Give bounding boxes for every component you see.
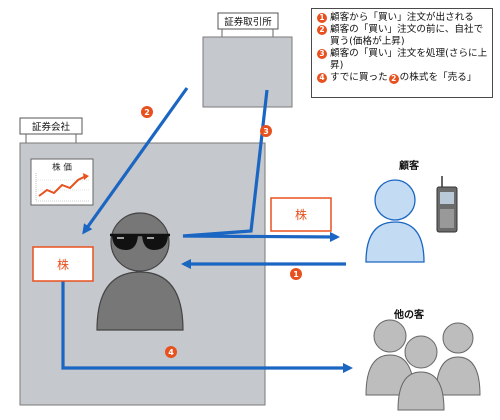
svg-text:2: 2 bbox=[144, 108, 150, 117]
other-customer-2 bbox=[435, 322, 481, 396]
legend-item-2: 2 顧客の「買い」注文の前に、自社で買う(価格が上昇) bbox=[317, 24, 488, 48]
legend-number-1: 1 bbox=[317, 13, 327, 23]
step-badge-2: 2 bbox=[141, 106, 153, 118]
customer-head bbox=[374, 179, 416, 221]
customer-label: 顧客 bbox=[399, 159, 420, 172]
step-badge-4: 4 bbox=[165, 346, 177, 358]
stock-label-transfer: 株 bbox=[295, 207, 307, 222]
mobile-phone-icon bbox=[436, 176, 458, 233]
step-badge-1: 1 bbox=[290, 268, 302, 280]
legend-text-1: 顧客から「買い」注文が出される bbox=[330, 12, 474, 23]
arrow-step-2 bbox=[82, 87, 189, 235]
stock-box-transfer: 株 bbox=[270, 197, 332, 232]
company-label: 証券会社 bbox=[32, 121, 71, 133]
exchange-label: 証券取引所 bbox=[224, 16, 272, 28]
arrow-step-3 bbox=[182, 89, 341, 243]
other-customers: 他の客 bbox=[365, 308, 481, 411]
legend-text-2: 顧客の「買い」注文の前に、自社で買う(価格が上昇) bbox=[330, 24, 484, 47]
trader-figure bbox=[96, 212, 184, 331]
svg-text:1: 1 bbox=[293, 270, 299, 279]
stock-box-company: 株 bbox=[32, 246, 94, 282]
step-badge-3: 3 bbox=[260, 125, 272, 137]
legend-number-4: 4 bbox=[317, 73, 327, 83]
legend-box: 1 顧客から「買い」注文が出される 2 顧客の「買い」注文の前に、自社で買う(価… bbox=[311, 8, 493, 98]
legend-ref-badge: 2 bbox=[388, 74, 399, 84]
stock-exchange: 証券取引所 bbox=[202, 12, 293, 108]
legend-number-3: 3 bbox=[317, 49, 327, 59]
svg-text:3: 3 bbox=[263, 127, 269, 136]
stock-label-company: 株 bbox=[57, 257, 69, 272]
customer: 顧客 bbox=[365, 159, 458, 263]
flow-arrows bbox=[61, 87, 354, 374]
legend-item-1: 1 顧客から「買い」注文が出される bbox=[317, 12, 488, 24]
customer-body bbox=[365, 221, 425, 263]
sunglasses-icon bbox=[110, 233, 170, 250]
stock-price-card: 株 価 bbox=[30, 158, 94, 206]
legend-number-2: 2 bbox=[317, 25, 327, 35]
legend-text-3: 顧客の「買い」注文を処理(さらに上昇) bbox=[330, 48, 488, 71]
stock-chart-icon bbox=[35, 173, 89, 202]
legend-item-3: 3 顧客の「買い」注文を処理(さらに上昇) bbox=[317, 48, 488, 72]
svg-text:4: 4 bbox=[168, 348, 174, 357]
stock-price-title: 株 価 bbox=[52, 162, 72, 173]
arrow-step-4 bbox=[61, 281, 354, 374]
legend-text-4b: の株式を「売る」 bbox=[399, 72, 477, 83]
other-customer-3 bbox=[397, 335, 445, 411]
others-label: 他の客 bbox=[393, 308, 425, 321]
legend-text-4a: すでに買った bbox=[330, 72, 388, 83]
